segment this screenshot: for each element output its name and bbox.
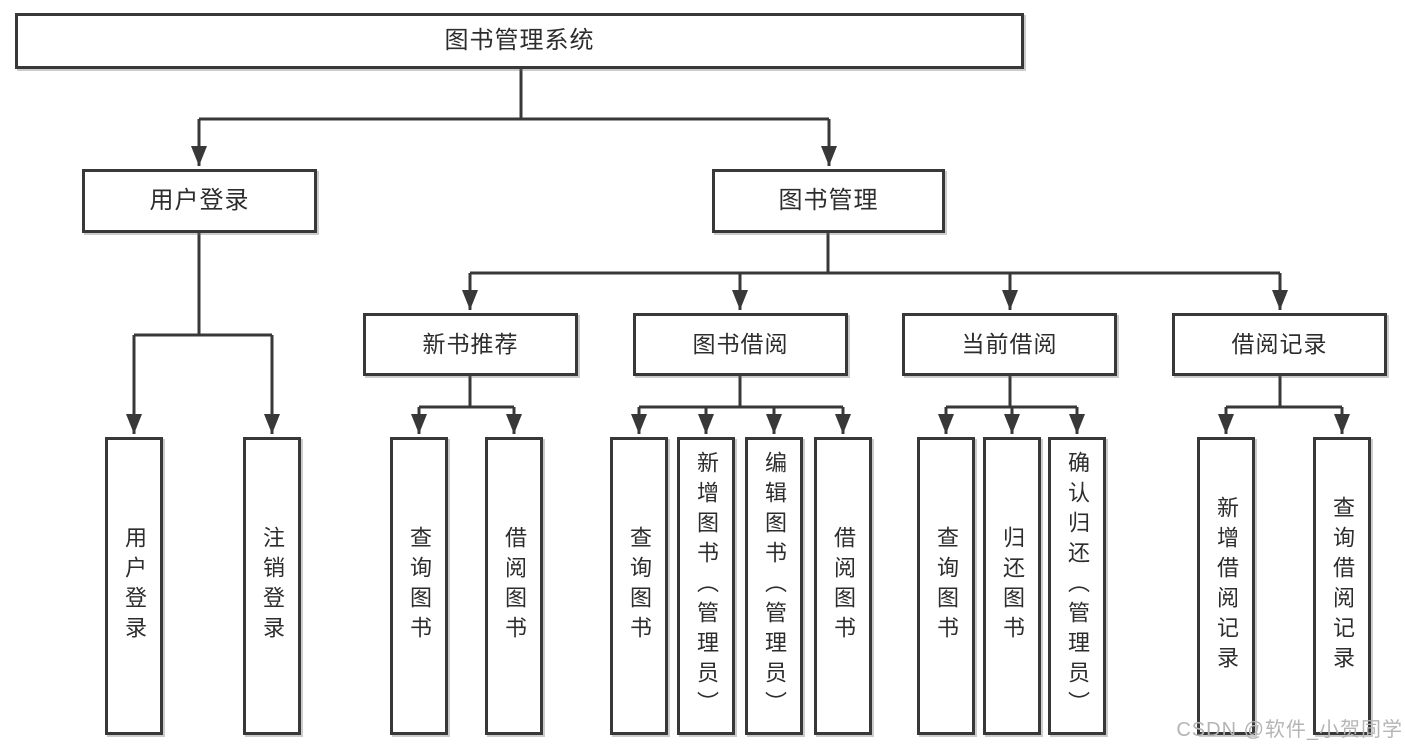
node-root-library-management-system: 图书管理系统 xyxy=(15,13,1024,69)
connector-root-to-level2 xyxy=(191,69,837,166)
node-user-login-leaf: 用户登录 xyxy=(105,437,163,735)
connector-borrow-records-children xyxy=(1218,376,1350,434)
node-return-book: 归还图书 xyxy=(983,437,1041,735)
node-add-borrow-record: 新增借阅记录 xyxy=(1197,437,1255,735)
node-current-borrow: 当前借阅 xyxy=(902,313,1117,376)
node-confirm-return-admin: 确认归还（管理员） xyxy=(1048,437,1106,735)
connector-book-management-children xyxy=(462,233,1288,310)
node-query-book-recommend: 查询图书 xyxy=(390,437,448,735)
node-add-book-admin: 新增图书（管理员） xyxy=(677,437,735,735)
node-borrow-book-recommend: 借阅图书 xyxy=(485,437,543,735)
node-borrow-book-leaf: 借阅图书 xyxy=(814,437,872,735)
node-query-borrow-record: 查询借阅记录 xyxy=(1313,437,1371,735)
node-query-book-borrow: 查询图书 xyxy=(610,437,668,735)
connector-user-login-children xyxy=(126,233,280,434)
connector-current-borrow-children xyxy=(938,376,1085,434)
node-query-book-current: 查询图书 xyxy=(917,437,975,735)
connector-new-book-recommend-children xyxy=(411,376,522,434)
node-user-login: 用户登录 xyxy=(82,169,317,233)
node-new-book-recommend: 新书推荐 xyxy=(363,313,578,376)
node-book-management: 图书管理 xyxy=(712,169,945,233)
csdn-watermark: CSDN @软件_小贺同学 xyxy=(1176,719,1403,741)
node-borrow-records: 借阅记录 xyxy=(1172,313,1387,376)
node-edit-book-admin: 编辑图书（管理员） xyxy=(745,437,803,735)
node-book-borrow: 图书借阅 xyxy=(633,313,848,376)
connector-book-borrow-children xyxy=(631,376,851,434)
node-logout-leaf: 注销登录 xyxy=(243,437,301,735)
